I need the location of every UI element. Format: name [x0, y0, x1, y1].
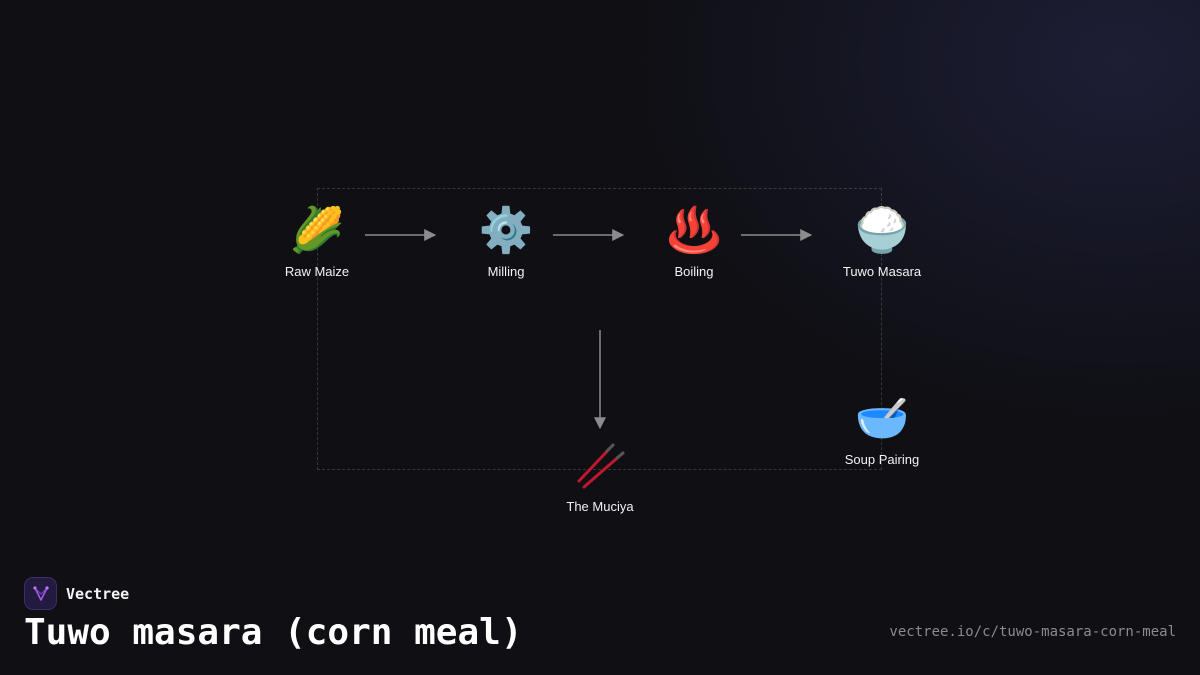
vectree-logo-icon — [24, 577, 57, 610]
node-label: The Muciya — [566, 499, 634, 514]
node-label: Soup Pairing — [844, 452, 920, 467]
page-title: Tuwo masara (corn meal) — [24, 612, 523, 653]
node-milling[interactable]: ⚙️ Milling — [436, 204, 576, 279]
hot-springs-icon: ♨️ — [666, 205, 722, 256]
node-soup-pairing[interactable]: 🥣 Soup Pairing — [812, 392, 952, 467]
page-url[interactable]: vectree.io/c/tuwo-masara-corn-meal — [889, 624, 1176, 640]
node-the-muciya[interactable]: The Muciya — [530, 439, 670, 514]
brand[interactable]: Vectree — [24, 577, 129, 610]
node-tuwo-masara[interactable]: 🍚 Tuwo Masara — [812, 204, 952, 279]
node-raw-maize[interactable]: 🌽 Raw Maize — [247, 204, 387, 279]
bowl-with-spoon-icon: 🥣 — [854, 393, 910, 444]
chopsticks-icon — [530, 439, 670, 493]
corn-icon: 🌽 — [289, 205, 345, 256]
gear-icon: ⚙️ — [478, 205, 534, 256]
group-frame — [317, 188, 882, 470]
node-boiling[interactable]: ♨️ Boiling — [624, 204, 764, 279]
node-label: Tuwo Masara — [842, 264, 922, 279]
node-label: Milling — [487, 264, 525, 279]
node-label: Raw Maize — [284, 264, 350, 279]
node-label: Boiling — [674, 264, 714, 279]
brand-name: Vectree — [66, 584, 130, 603]
rice-bowl-icon: 🍚 — [854, 205, 910, 256]
